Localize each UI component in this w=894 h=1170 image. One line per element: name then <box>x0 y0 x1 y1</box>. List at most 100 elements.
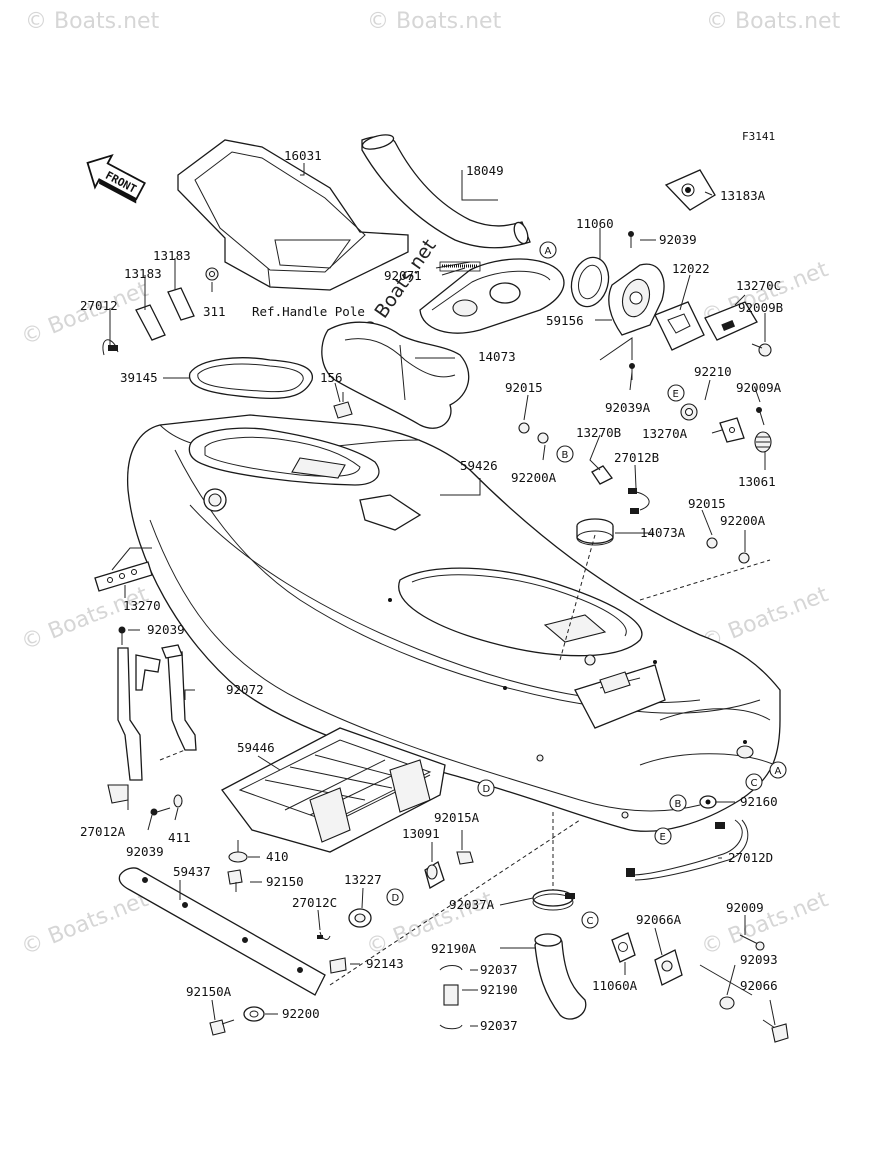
leader-lines <box>109 163 776 1027</box>
part-13270c-bracket <box>704 301 758 341</box>
svg-text:A: A <box>545 246 552 257</box>
part-92190a-hose <box>534 933 587 1020</box>
label-14073: 14073 <box>478 349 516 364</box>
watermark: © Boats.net <box>18 277 152 351</box>
svg-text:E: E <box>673 389 679 400</box>
label-92150: 92150 <box>266 874 304 889</box>
part-59437-rail <box>118 867 326 996</box>
label-11060a: 11060A <box>592 978 638 993</box>
label-92009b: 92009B <box>738 300 783 315</box>
part-156-bolt <box>333 392 353 419</box>
part-16031-storage-tray <box>177 139 409 291</box>
svg-text:C: C <box>587 916 594 927</box>
part-13091-fitting <box>424 861 445 889</box>
part-39145-seal <box>189 357 313 400</box>
part-59426-deck <box>126 414 781 832</box>
callout-b-low: B <box>669 794 687 812</box>
label-92037-b: 92037 <box>480 1018 518 1033</box>
label-92039-low: 92039 <box>126 844 164 859</box>
callout-d-hull: D <box>477 779 495 797</box>
svg-text:C: C <box>751 778 758 789</box>
label-92039-top: 92039 <box>659 232 697 247</box>
part-92037a-clamp <box>532 889 575 911</box>
svg-text:A: A <box>775 766 782 777</box>
label-59437: 59437 <box>173 864 211 879</box>
part-92015a-nut <box>456 851 474 865</box>
part-92066-plug <box>762 1019 789 1043</box>
label-92066a: 92066A <box>636 912 682 927</box>
label-92015a: 92015A <box>434 810 480 825</box>
part-27012d-strap <box>626 819 749 881</box>
label-92015: 92015 <box>505 380 543 395</box>
watermark: © Boats.net <box>25 9 160 34</box>
part-92190-tube <box>443 984 459 1006</box>
label-411: 411 <box>168 830 191 845</box>
callout-a-top: A <box>539 241 557 259</box>
part-92150-bolt <box>227 869 243 892</box>
svg-text:B: B <box>562 450 569 461</box>
label-92143: 92143 <box>366 956 404 971</box>
part-12022-plate <box>654 301 705 351</box>
watermark: © Boats.net <box>18 887 152 961</box>
label-92190: 92190 <box>480 982 518 997</box>
label-13091: 13091 <box>402 826 440 841</box>
part-92039a-screw <box>629 363 635 380</box>
part-11060a-gasket <box>611 932 636 963</box>
watermark: © Boats.net <box>706 9 841 34</box>
label-27012d: 27012D <box>728 850 773 865</box>
part-14073a-cap <box>576 518 614 546</box>
label-27012c: 27012C <box>292 895 337 910</box>
part-13270-plate <box>94 561 153 592</box>
part-27012c-clip <box>317 931 331 940</box>
part-92071-vent-cover <box>419 258 565 334</box>
part-92009b-bolt <box>751 343 772 357</box>
label-11060: 11060 <box>576 216 614 231</box>
label-311: 311 <box>203 304 226 319</box>
callout-b-top: B <box>556 445 574 463</box>
label-13270: 13270 <box>123 598 161 613</box>
part-labels: 16031 18049 13183A 11060 92039 12022 132… <box>80 148 783 1033</box>
label-13183a: 13183A <box>720 188 766 203</box>
label-92039-left: 92039 <box>147 622 185 637</box>
label-27012a: 27012A <box>80 824 126 839</box>
label-92015-b: 92015 <box>688 496 726 511</box>
label-27012b: 27012B <box>614 450 659 465</box>
label-92037-a: 92037 <box>480 962 518 977</box>
label-13061: 13061 <box>738 474 776 489</box>
label-156: 156 <box>320 370 343 385</box>
callout-c-low: C <box>581 911 599 929</box>
part-92160-washer <box>699 795 717 809</box>
label-92200a: 92200A <box>511 470 557 485</box>
part-92009-screw <box>739 934 765 951</box>
label-ref-handle-pole: Ref.Handle Pole <box>252 304 365 319</box>
label-92210: 92210 <box>694 364 732 379</box>
label-410: 410 <box>266 849 289 864</box>
callouts: A E B C A D B E D C <box>386 241 787 929</box>
part-92037-clip <box>439 965 463 1030</box>
part-13061-fitting <box>754 431 772 453</box>
label-92093: 92093 <box>740 952 778 967</box>
watermark: © Boats.net <box>18 582 152 656</box>
svg-text:D: D <box>483 784 491 795</box>
part-410-washer <box>228 840 248 863</box>
label-59156: 59156 <box>546 313 584 328</box>
watermark: © Boats.net <box>367 9 502 34</box>
label-13183-b: 13183 <box>124 266 162 281</box>
label-92066: 92066 <box>740 978 778 993</box>
part-92143-pin <box>329 957 347 974</box>
label-92071: 92071 <box>384 268 422 283</box>
part-13183a-plate <box>664 169 716 211</box>
label-92200: 92200 <box>282 1006 320 1021</box>
label-12022: 12022 <box>672 261 710 276</box>
part-92009a-screw <box>756 407 765 426</box>
label-14073a: 14073A <box>640 525 686 540</box>
part-92150a-bolt <box>209 1019 235 1036</box>
label-27012: 27012 <box>80 298 118 313</box>
part-92039-screw <box>628 231 634 248</box>
callout-a-right: A <box>769 761 787 779</box>
figure-code: F3141 <box>742 130 775 143</box>
label-13270a: 13270A <box>642 426 688 441</box>
part-14073-handle-pad <box>321 321 470 429</box>
part-13270b-bracket <box>591 465 613 485</box>
